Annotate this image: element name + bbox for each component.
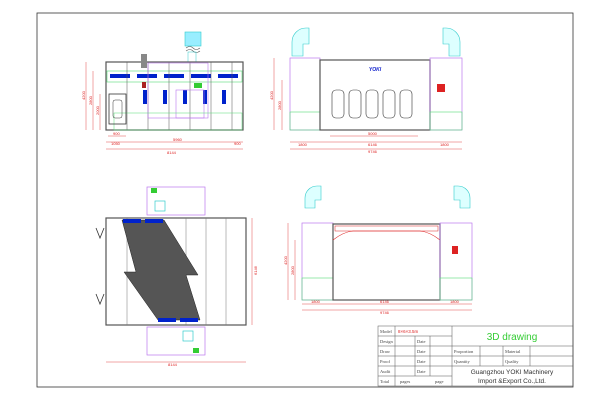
dim-section-right-unit: 1800 — [450, 299, 460, 304]
date-label-audit: Date — [417, 369, 426, 374]
break-mark — [185, 46, 201, 53]
right-duct — [442, 27, 461, 57]
dim-side-total: 9746 — [368, 149, 378, 154]
dim-front-height: 4200 — [81, 90, 86, 100]
dim-front-total: 8144 — [167, 150, 177, 155]
page-label: page — [435, 379, 444, 384]
title-block — [377, 325, 574, 387]
total-label: Total — [380, 379, 390, 384]
dim-side-height: 4200 — [269, 90, 274, 100]
proportion-label: Proportion — [454, 349, 474, 354]
dim-left-width: 1050 — [111, 141, 121, 146]
dim-plan-depth: 6146 — [253, 265, 258, 275]
material-label: Material — [505, 349, 521, 354]
dim-side-right-unit: 1800 — [440, 142, 450, 147]
dim-section-height: 4200 — [283, 255, 288, 265]
booth-section — [332, 223, 441, 301]
dim-section-left-unit: 1800 — [311, 299, 321, 304]
audit-label: Audit — [380, 369, 391, 374]
quantity-label: Quantity — [454, 359, 470, 364]
booth-plan — [105, 217, 247, 326]
dim-side-height-mid: 2800 — [277, 100, 282, 110]
light-panels-top — [110, 74, 238, 78]
sheet-border — [36, 12, 574, 388]
drawing-title: 3D drawing — [487, 332, 538, 343]
draw-label: Draw — [380, 349, 391, 354]
company-line-2: Import &Export Co.,Ltd. — [478, 378, 546, 385]
section-view: 4200 2800 1800 6146 1800 9746 — [283, 185, 473, 315]
model-value: 8×6×3.5m — [398, 329, 419, 334]
design-label: Design — [380, 339, 393, 344]
burner — [194, 83, 202, 88]
pages-label: pages — [400, 379, 410, 384]
proof-label: Proof — [380, 359, 391, 364]
date-label-design: Date — [417, 339, 426, 344]
dim-section-total: 9746 — [380, 310, 390, 315]
side-view: YOKI 4200 2800 5000 1800 6146 1800 9746 — [269, 27, 463, 154]
dim-side-inner: 5000 — [368, 131, 378, 136]
dim-door-width: 900 — [113, 131, 120, 136]
exhaust-duct — [184, 31, 202, 47]
left-duct — [291, 27, 310, 57]
date-label-proof: Date — [417, 359, 426, 364]
dim-plan-total: 8144 — [168, 362, 178, 367]
dim-section-booth: 6146 — [380, 299, 390, 304]
plan-view: 6146 8144 — [95, 186, 258, 367]
company-line-1: Guangzhou YOKI Machinery — [471, 369, 554, 376]
dim-section-height-mid: 2800 — [290, 265, 295, 275]
dim-side-booth: 6146 — [368, 142, 378, 147]
front-view: 4200 2800 2000 900 1050 5960 900 8144 — [81, 31, 244, 155]
service-door — [108, 93, 127, 125]
date-label-draw: Date — [417, 349, 426, 354]
svg-text:YOKI: YOKI — [369, 67, 382, 73]
model-label: Model — [380, 329, 392, 334]
dim-right-width: 900 — [234, 141, 241, 146]
quality-label: Quality — [505, 359, 519, 364]
floor-grating — [121, 219, 201, 321]
control-pipe — [141, 54, 147, 68]
dim-side-left-unit: 1800 — [298, 142, 308, 147]
dim-middle-width: 5960 — [173, 137, 183, 142]
filter-doors — [331, 89, 413, 119]
dim-front-height-mid: 2800 — [88, 95, 93, 105]
dim-front-door-height: 2000 — [95, 105, 100, 115]
light-panels-side — [143, 90, 226, 104]
